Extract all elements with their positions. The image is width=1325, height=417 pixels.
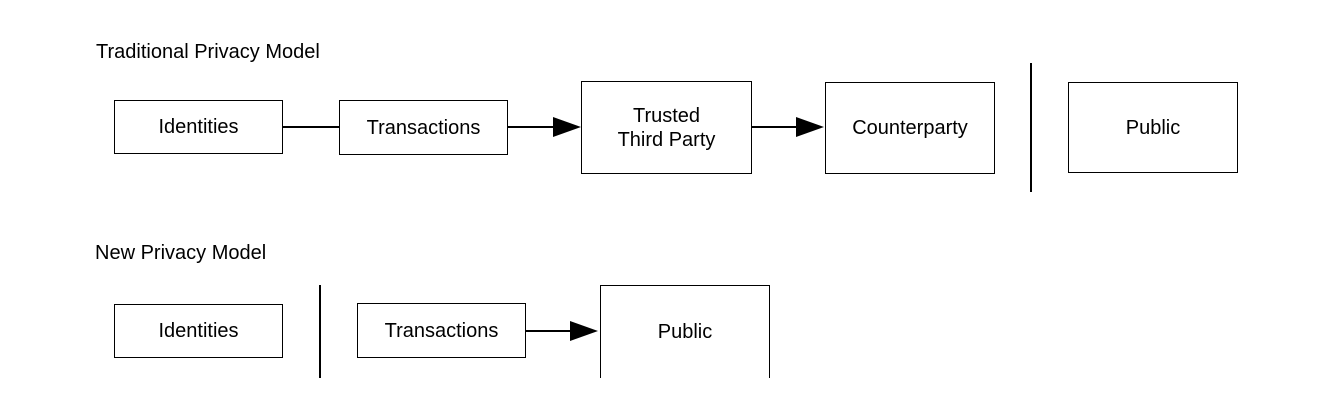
counterparty-box: Counterparty bbox=[825, 82, 995, 174]
connector-identities-transactions bbox=[283, 126, 340, 128]
traditional-model-title: Traditional Privacy Model bbox=[96, 41, 320, 63]
arrow-line-transactions-to-public bbox=[526, 330, 572, 332]
trusted-third-party-label: Trusted Third Party bbox=[617, 104, 716, 151]
traditional-transactions-label: Transactions bbox=[366, 116, 481, 139]
new-transactions-box: Transactions bbox=[357, 303, 526, 358]
traditional-identities-label: Identities bbox=[158, 116, 239, 138]
arrowhead-transactions-to-public bbox=[570, 321, 598, 341]
traditional-identities-box: Identities bbox=[114, 100, 283, 154]
new-public-box: Public bbox=[600, 285, 770, 378]
new-divider-bar bbox=[319, 285, 321, 378]
arrow-line-ttp-to-counterparty bbox=[752, 126, 798, 128]
traditional-transactions-box: Transactions bbox=[339, 100, 508, 155]
arrowhead-ttp-to-counterparty bbox=[796, 117, 824, 137]
traditional-divider-bar bbox=[1030, 63, 1032, 192]
arrowhead-transactions-to-ttp bbox=[553, 117, 581, 137]
new-identities-box: Identities bbox=[114, 304, 283, 358]
new-public-label: Public bbox=[657, 321, 713, 343]
counterparty-label: Counterparty bbox=[852, 117, 968, 139]
arrow-line-transactions-to-ttp bbox=[508, 126, 555, 128]
new-transactions-label: Transactions bbox=[384, 319, 499, 342]
new-model-title: New Privacy Model bbox=[95, 242, 267, 264]
new-identities-label: Identities bbox=[158, 320, 239, 342]
traditional-public-label: Public bbox=[1125, 116, 1181, 139]
trusted-third-party-box: Trusted Third Party bbox=[581, 81, 752, 174]
traditional-public-box: Public bbox=[1068, 82, 1238, 173]
